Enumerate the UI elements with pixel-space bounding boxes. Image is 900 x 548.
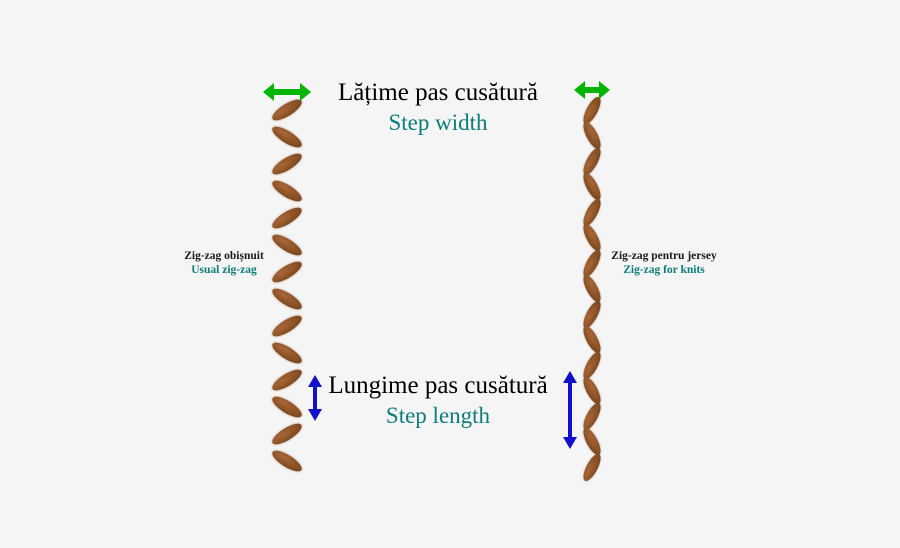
stitch	[580, 374, 604, 407]
step-length-heading-romanian: Lungime pas cusătură	[328, 372, 548, 399]
step-width-heading-english: Step width	[388, 109, 488, 135]
stitch	[269, 230, 305, 260]
stitch	[269, 284, 305, 314]
stitch	[580, 247, 604, 279]
stitch	[580, 145, 604, 177]
stitch	[269, 257, 305, 287]
stitch	[269, 392, 305, 422]
stitch	[269, 176, 305, 206]
stitch	[269, 419, 305, 449]
step-width-heading: Lățime pas cusătură Step width	[338, 78, 538, 136]
zigzag-for-knits-label-romanian: Zig-zag pentru jersey	[611, 250, 717, 262]
stitch	[580, 425, 604, 458]
stitch	[269, 122, 305, 152]
usual-zigzag-label-english: Usual zig-zag	[191, 264, 257, 277]
stitch	[580, 400, 604, 432]
usual-zigzag-label-romanian: Zig-zag obișnuit	[184, 250, 264, 262]
stitch	[269, 446, 305, 476]
stitch	[580, 272, 604, 305]
stitch	[580, 196, 604, 228]
stitch	[580, 451, 604, 483]
step-length-heading-english: Step length	[385, 402, 491, 428]
zigzag-for-knits-label-english: Zig-zag for knits	[623, 264, 705, 277]
stitch	[269, 203, 305, 233]
step-length-arrow-right	[561, 371, 579, 449]
step-length-heading: Lungime pas cusătură Step length	[328, 371, 547, 429]
stitch	[580, 323, 604, 356]
stitch	[580, 349, 604, 381]
stitch	[269, 338, 305, 368]
stitch	[269, 149, 305, 179]
stitch	[269, 365, 305, 395]
stitch	[580, 221, 604, 254]
step-width-arrow-left	[263, 82, 311, 102]
step-length-arrow-left	[306, 375, 324, 421]
step-width-arrow-right	[574, 80, 610, 100]
stitch	[580, 170, 604, 203]
step-width-heading-romanian: Lățime pas cusătură	[338, 79, 538, 106]
usual-zigzag-label: Zig-zag obișnuit Usual zig-zag	[184, 249, 264, 278]
zigzag-for-knits-label: Zig-zag pentru jersey Zig-zag for knits	[611, 249, 716, 278]
stitch	[269, 311, 305, 341]
stitch	[580, 298, 604, 330]
stitch	[580, 119, 604, 152]
